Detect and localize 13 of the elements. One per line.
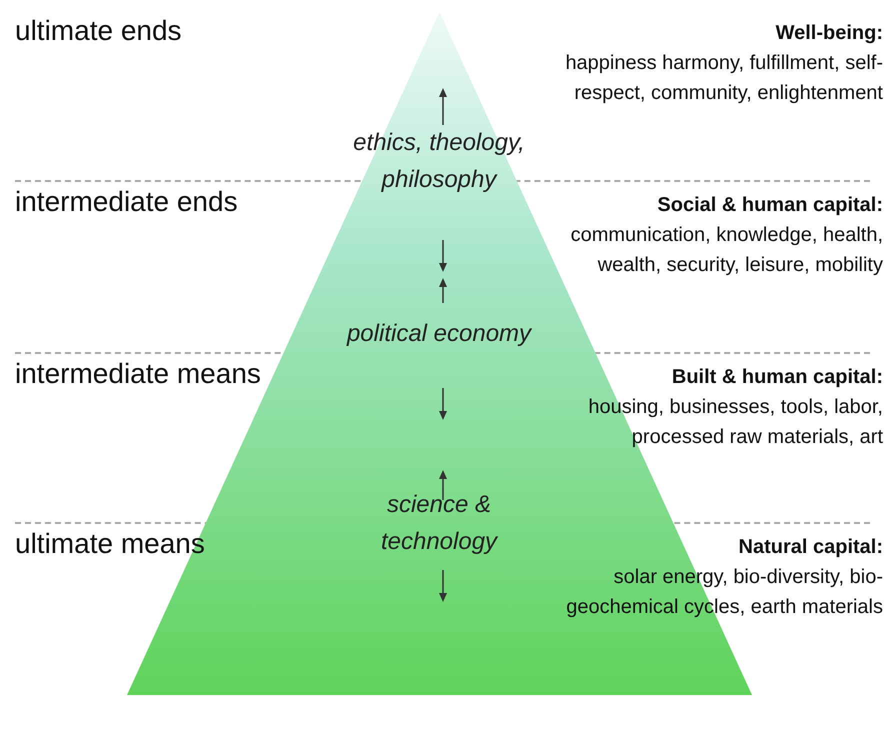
capital-heading: Well-being: bbox=[774, 21, 883, 46]
layer-link-text: science & technology bbox=[380, 490, 499, 557]
capital-heading: Natural capital: bbox=[738, 535, 883, 560]
capital-heading: Social & human capital: bbox=[656, 193, 883, 218]
capital-heading: Built & human capital: bbox=[670, 365, 883, 390]
capital-description: communication, knowledge, health, wealth, security, leisure, mobility bbox=[570, 223, 883, 278]
capital-description: housing, businesses, tools, labor, processed raw materials, art bbox=[587, 395, 883, 450]
capital-description: happiness harmony, fulfillment, self-respect, community, enlightenment bbox=[564, 51, 883, 106]
layer-link-text: ethics, theology, philosophy bbox=[352, 128, 526, 195]
level-label: intermediate means bbox=[15, 358, 261, 390]
level-label: ultimate ends bbox=[15, 15, 182, 47]
level-label: intermediate ends bbox=[15, 186, 238, 218]
layer-link-text: political economy bbox=[346, 319, 533, 349]
